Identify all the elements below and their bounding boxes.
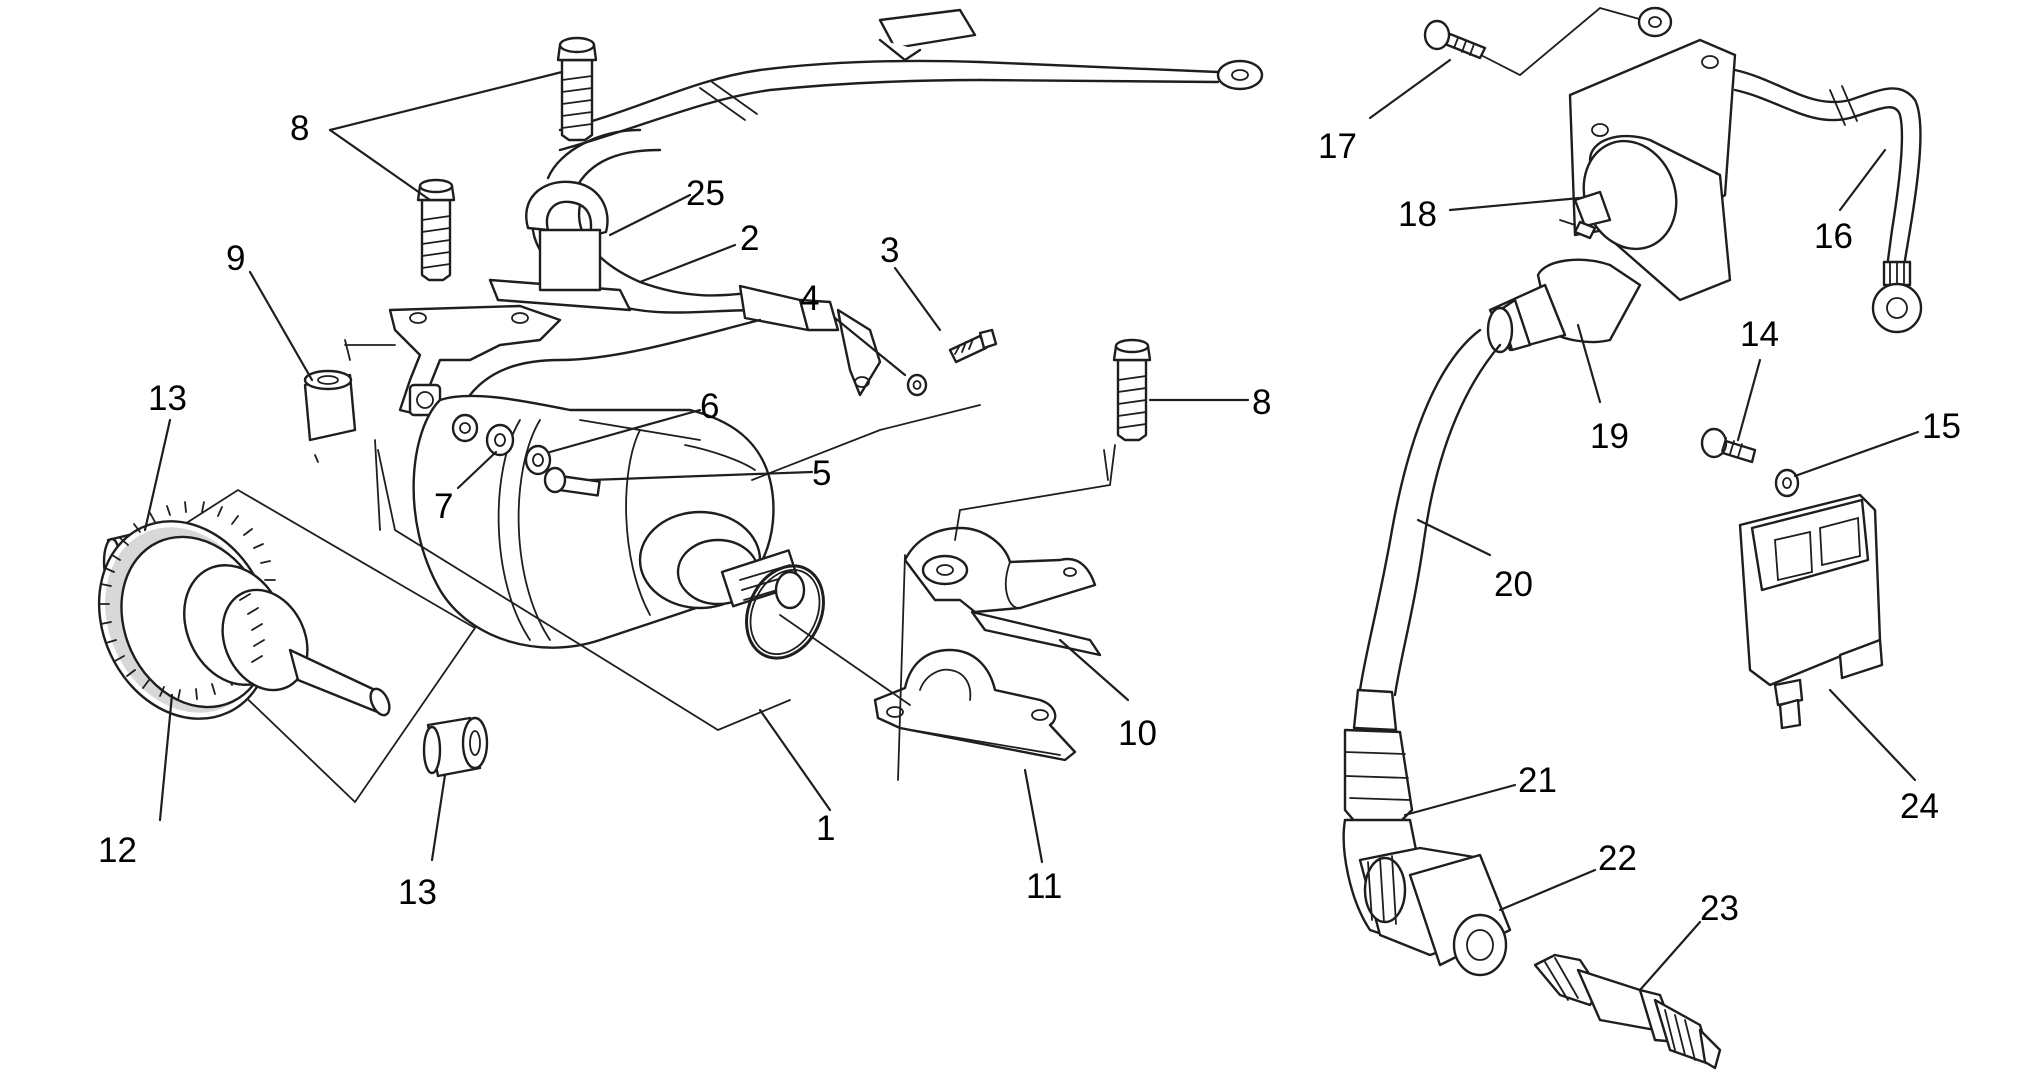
part-number-labels: 8 25 2 3 4 6 5 7 9 13 8 1 10 11 12 13 17… — [98, 109, 1961, 928]
cable-clamp — [488, 180, 632, 312]
label-8-right: 8 — [1252, 383, 1271, 422]
plug-boot — [1408, 853, 1512, 977]
label-24: 24 — [1900, 787, 1939, 826]
label-1: 1 — [816, 809, 835, 848]
label-20: 20 — [1494, 565, 1533, 604]
ignition-coil — [1559, 38, 1737, 302]
screw-17 — [1423, 19, 1487, 60]
washer-6 — [524, 444, 552, 476]
hv-cable — [1358, 328, 1502, 697]
label-11: 11 — [1026, 867, 1062, 906]
coil-cap — [1486, 258, 1642, 354]
label-7: 7 — [434, 487, 453, 526]
label-14: 14 — [1740, 315, 1779, 354]
washer-7 — [485, 423, 515, 457]
cdi-unit — [1738, 493, 1884, 730]
label-2: 2 — [740, 219, 759, 258]
screw-14 — [1700, 427, 1757, 464]
label-8-top: 8 — [290, 109, 309, 148]
spark-plug — [1533, 953, 1722, 1070]
label-16: 16 — [1814, 217, 1853, 256]
label-17: 17 — [1318, 127, 1357, 166]
label-18: 18 — [1398, 195, 1437, 234]
coil-top-wire — [1474, 6, 1673, 77]
label-19: 19 — [1590, 417, 1629, 456]
starter-gear — [97, 501, 391, 720]
leader-lines — [143, 58, 1920, 992]
washer-terminal — [451, 413, 479, 443]
cable-16 — [1733, 68, 1923, 334]
o-ring — [745, 564, 825, 660]
bracket-10 — [903, 526, 1102, 657]
positive-cable — [468, 128, 882, 397]
label-4: 4 — [800, 279, 819, 318]
label-15: 15 — [1922, 407, 1961, 446]
label-25: 25 — [686, 174, 725, 213]
screw-5 — [543, 466, 601, 497]
bolt-8-right — [1112, 338, 1152, 442]
label-9: 9 — [226, 239, 245, 278]
label-21: 21 — [1518, 761, 1557, 800]
bolt-8-top — [556, 36, 598, 142]
spacer-9 — [303, 369, 357, 442]
label-3: 3 — [880, 231, 899, 270]
label-5: 5 — [812, 454, 831, 493]
label-6: 6 — [700, 387, 719, 426]
label-23: 23 — [1700, 889, 1739, 928]
screw-3 — [948, 328, 998, 364]
bolt-8-mid — [416, 178, 456, 282]
battery-cable-end — [558, 8, 1264, 152]
motor-group-line — [377, 449, 791, 732]
bracket-11 — [873, 648, 1077, 762]
starter-motor — [412, 394, 806, 649]
bushing-13-bottom — [422, 716, 489, 778]
alignment-lines — [314, 339, 1116, 781]
label-13-bottom: 13 — [398, 873, 437, 912]
label-13-top: 13 — [148, 379, 187, 418]
label-12: 12 — [98, 831, 137, 870]
gear-group-box — [111, 488, 477, 804]
washer-4 — [906, 373, 928, 397]
label-10: 10 — [1118, 714, 1157, 753]
label-22: 22 — [1598, 839, 1637, 878]
washer-15 — [1774, 468, 1800, 498]
